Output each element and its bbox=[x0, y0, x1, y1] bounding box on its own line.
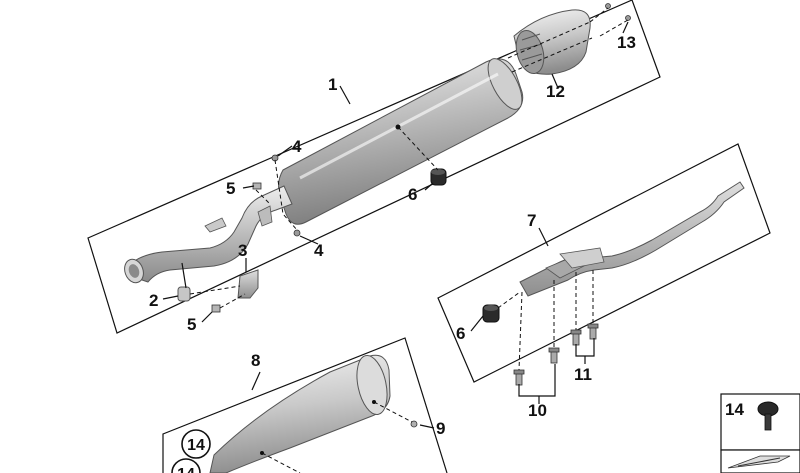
bolt-11-a[interactable] bbox=[570, 329, 582, 346]
callout-12: 12 bbox=[546, 82, 565, 101]
legend-box-14 bbox=[720, 393, 800, 473]
nut-lower[interactable] bbox=[211, 304, 221, 313]
callout-7: 7 bbox=[527, 211, 536, 230]
washer-top-right-a[interactable] bbox=[605, 3, 611, 9]
svg-text:14: 14 bbox=[177, 466, 195, 473]
rubber-buffer-upper[interactable] bbox=[430, 168, 447, 186]
callout-6-lower: 6 bbox=[456, 324, 465, 343]
rubber-buffer-lower[interactable] bbox=[482, 304, 500, 323]
callout-1: 1 bbox=[328, 75, 337, 94]
rubber-plug-14[interactable] bbox=[757, 401, 779, 431]
bolt-11-b[interactable] bbox=[587, 323, 599, 340]
assembly-lines-frame-2 bbox=[497, 270, 594, 371]
assembly-lines-frame-1 bbox=[189, 7, 629, 309]
nut-upper[interactable] bbox=[252, 182, 262, 190]
circled-callout-14-b: 14 bbox=[171, 458, 201, 473]
callout-3: 3 bbox=[238, 241, 247, 260]
bracket-small[interactable] bbox=[237, 269, 259, 299]
washer-top-right-b[interactable] bbox=[625, 15, 631, 21]
bracket-arm[interactable] bbox=[519, 181, 745, 297]
callout-13: 13 bbox=[617, 33, 636, 52]
frame-cover bbox=[162, 337, 448, 473]
callout-11: 11 bbox=[574, 365, 592, 384]
callout-8: 8 bbox=[251, 351, 260, 370]
callout-labels: 1 12 13 4 5 6 4 3 2 5 7 6 11 10 8 9 14 bbox=[149, 33, 744, 438]
callout-5-top: 5 bbox=[226, 179, 235, 198]
bolt-10-a[interactable] bbox=[513, 369, 525, 386]
frame-exhaust-assembly bbox=[87, 0, 661, 334]
callout-4-top: 4 bbox=[292, 137, 302, 156]
heat-shield-cover[interactable] bbox=[209, 353, 392, 473]
screw-bottom[interactable] bbox=[293, 229, 301, 237]
callout-6-upper: 6 bbox=[408, 185, 417, 204]
clip-9[interactable] bbox=[410, 420, 418, 428]
callout-4-bottom: 4 bbox=[314, 241, 324, 260]
end-cap[interactable] bbox=[512, 9, 591, 77]
callout-5-bottom: 5 bbox=[187, 315, 196, 334]
muffler[interactable] bbox=[278, 54, 529, 225]
bolt-10-b[interactable] bbox=[548, 347, 560, 364]
circled-callout-14-a: 14 bbox=[181, 429, 211, 459]
callout-2: 2 bbox=[149, 291, 158, 310]
inlet-pipe[interactable] bbox=[121, 185, 293, 285]
sleeve-ring[interactable] bbox=[177, 286, 191, 302]
callout-10: 10 bbox=[528, 401, 547, 420]
frame-bracket-assembly bbox=[437, 143, 771, 383]
callout-9: 9 bbox=[436, 419, 445, 438]
svg-text:14: 14 bbox=[187, 437, 205, 454]
leader-lines bbox=[162, 21, 629, 429]
callout-14-legend: 14 bbox=[725, 400, 744, 419]
assembly-lines-frame-3 bbox=[261, 401, 413, 473]
